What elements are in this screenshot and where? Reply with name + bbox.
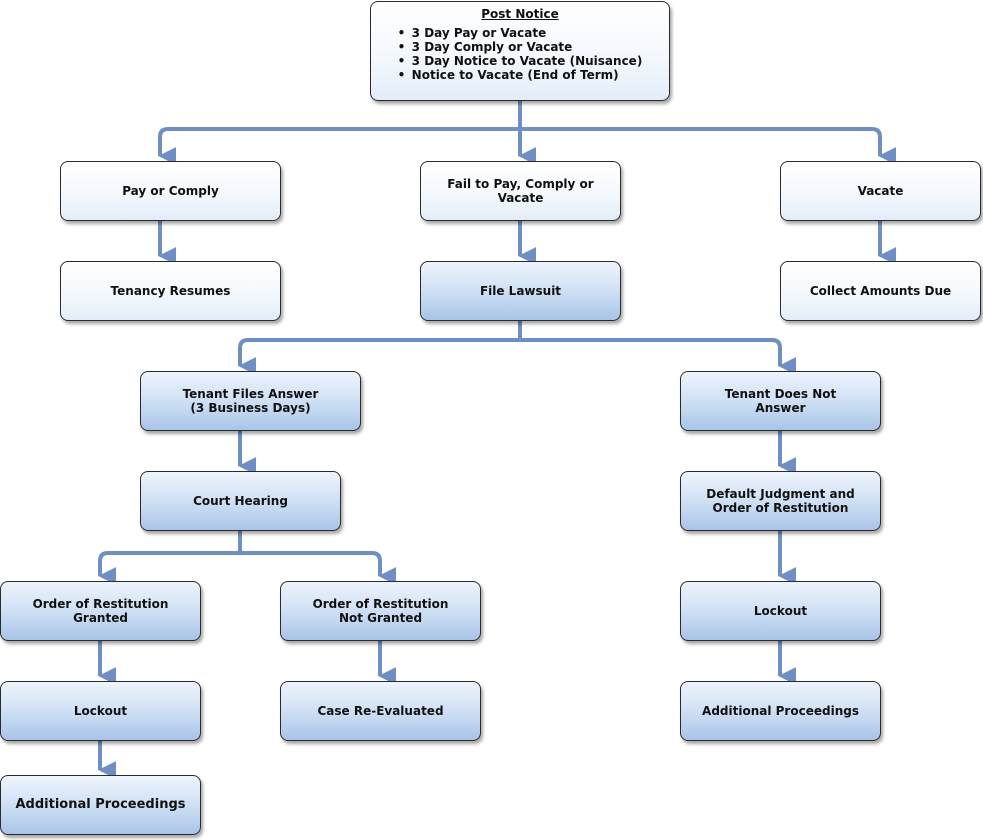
pay-or-comply-box: Pay or Comply	[60, 161, 281, 221]
notice-type-item: 3 Day Pay or Vacate	[398, 26, 643, 40]
connector-post-to-vacate	[520, 127, 897, 165]
fail-to-pay-box: Fail to Pay, Comply or Vacate	[420, 161, 621, 221]
order-granted-box: Order of Restitution Granted	[0, 581, 201, 641]
connector-post-to-pay	[158, 101, 522, 165]
connector-hearing-to-not-granted	[240, 551, 397, 585]
tenancy-resumes-box: Tenancy Resumes	[60, 261, 281, 321]
post-notice-title: Post Notice	[481, 7, 559, 21]
lockout-left-box: Lockout	[0, 681, 201, 741]
additional-proceedings-right-box: Additional Proceedings	[680, 681, 881, 741]
connector-hearing-to-granted	[98, 531, 242, 585]
tenant-files-answer-box: Tenant Files Answer (3 Business Days)	[140, 371, 361, 431]
order-not-granted-box: Order of Restitution Not Granted	[280, 581, 481, 641]
file-lawsuit-box: File Lawsuit	[420, 261, 621, 321]
notice-type-item: Notice to Vacate (End of Term)	[398, 68, 643, 82]
post-notice-box: Post Notice 3 Day Pay or Vacate 3 Day Co…	[370, 1, 670, 101]
vacate-box: Vacate	[780, 161, 981, 221]
notice-type-list: 3 Day Pay or Vacate 3 Day Comply or Vaca…	[398, 26, 643, 82]
case-reevaluated-box: Case Re-Evaluated	[280, 681, 481, 741]
connector-lawsuit-to-no-answer	[520, 338, 797, 375]
notice-type-item: 3 Day Notice to Vacate (Nuisance)	[398, 54, 643, 68]
collect-amounts-due-box: Collect Amounts Due	[780, 261, 981, 321]
tenant-does-not-answer-box: Tenant Does Not Answer	[680, 371, 881, 431]
notice-type-item: 3 Day Comply or Vacate	[398, 40, 643, 54]
court-hearing-box: Court Hearing	[140, 471, 341, 531]
additional-proceedings-left-box: Additional Proceedings	[0, 775, 201, 835]
default-judgment-box: Default Judgment and Order of Restitutio…	[680, 471, 881, 531]
connector-lawsuit-to-answer	[238, 321, 522, 375]
lockout-right-box: Lockout	[680, 581, 881, 641]
